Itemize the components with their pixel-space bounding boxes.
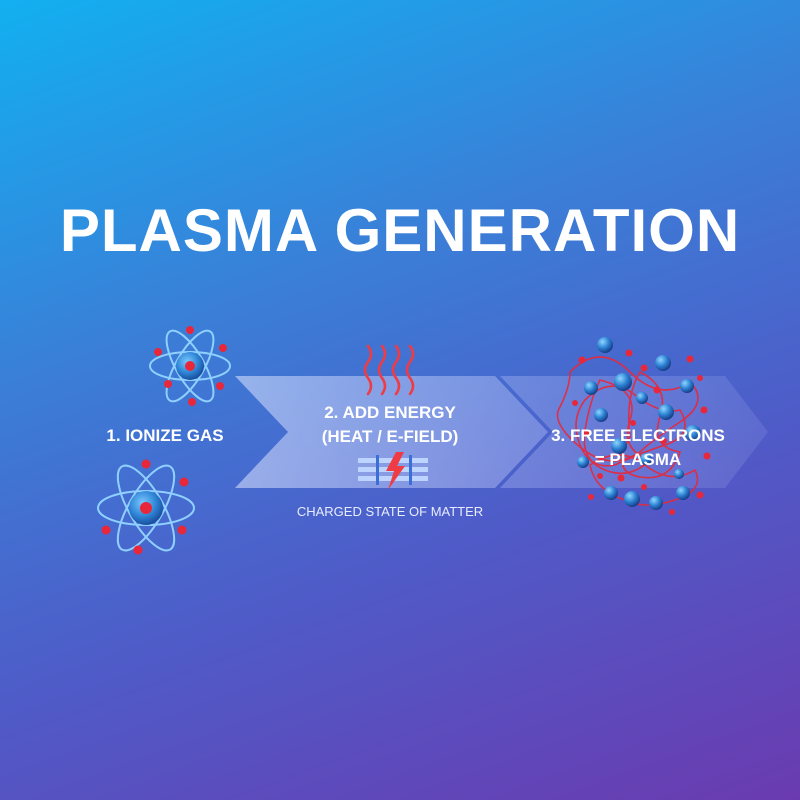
step-2-sublabel: (HEAT / E-FIELD) — [321, 427, 459, 446]
heat-waves-icon — [363, 344, 415, 396]
step-1-label: 1. IONIZE GAS — [106, 426, 224, 445]
step-3-sublabel: = PLASMA — [594, 450, 682, 469]
page-title: PLASMA GENERATION — [59, 197, 741, 264]
atom-icon — [97, 459, 195, 555]
step-2-label: 2. ADD ENERGY — [324, 403, 456, 422]
arrow-chevron-step2 — [235, 376, 548, 488]
caption: CHARGED STATE OF MATTER — [296, 504, 484, 519]
atom-icon — [149, 326, 231, 406]
step-3-label: 3. FREE ELECTRONS — [551, 426, 725, 445]
arrow-chevron-step3 — [500, 376, 768, 488]
plasma-cloud-icon — [556, 337, 711, 515]
electric-field-icon — [358, 452, 428, 490]
